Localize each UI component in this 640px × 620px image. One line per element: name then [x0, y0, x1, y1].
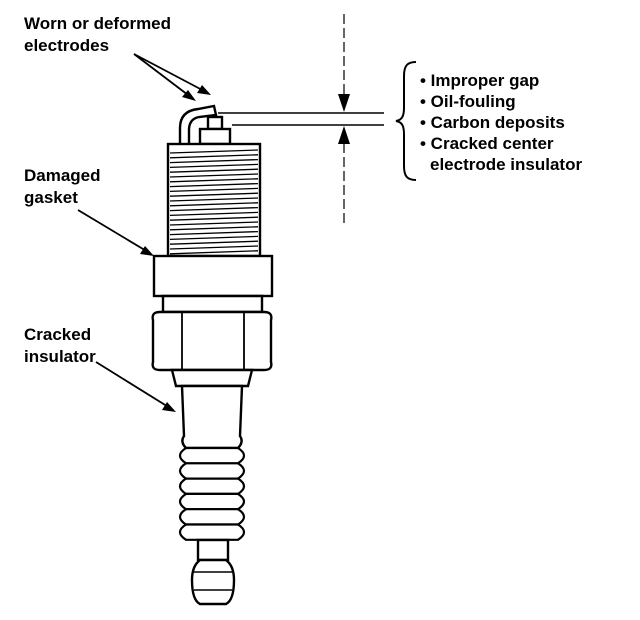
- gap-issue-electrode-insulator: electrode insulator: [430, 155, 582, 174]
- ground-electrode: [178, 104, 218, 152]
- gap-dimension-arrow-up: [338, 126, 350, 144]
- gap-issue-brace: [395, 61, 417, 181]
- thread-line: [169, 149, 259, 154]
- cracked-insulator-leader: [95, 361, 171, 409]
- insulator-rib: [178, 477, 246, 495]
- insulator-rib: [178, 492, 246, 511]
- upper-insulator: [180, 384, 244, 450]
- insulator-rib: [178, 446, 246, 465]
- thread-line: [169, 158, 259, 164]
- thread-line: [169, 240, 259, 245]
- thread-line: [169, 216, 259, 221]
- gasket-arrowhead: [140, 246, 154, 256]
- thread-line: [169, 197, 259, 202]
- insulator-rib: [178, 523, 246, 541]
- shell-body: [161, 294, 264, 314]
- gap-issue-cracked-center: • Cracked center: [420, 134, 554, 153]
- hex-nut: [151, 310, 273, 372]
- thread-line: [169, 187, 259, 193]
- thread-lines: [169, 149, 259, 255]
- label-worn-electrodes-line1: Worn or deformed: [24, 14, 171, 33]
- gap-dimension-arrow-down: [338, 94, 350, 112]
- gasket: [152, 254, 274, 298]
- worn-electrode-leader-2: [133, 53, 207, 93]
- center-electrode: [206, 115, 224, 131]
- thread-line: [169, 202, 259, 207]
- gap-issue-carbon-deposits: • Carbon deposits: [420, 113, 565, 132]
- insulator-rib: [178, 462, 246, 480]
- label-damaged-gasket-line1: Damaged: [24, 166, 101, 185]
- thread-line: [169, 163, 259, 169]
- insulator-ribs: [178, 446, 246, 541]
- worn-electrode-arrowhead-1: [182, 90, 196, 101]
- thread-line: [169, 182, 259, 188]
- thread-line: [169, 178, 259, 183]
- thread-line: [169, 221, 259, 226]
- gap-issue-improper-gap: • Improper gap: [420, 71, 539, 90]
- label-cracked-insulator: Cracked insulator: [24, 325, 96, 366]
- thread-line: [169, 226, 259, 231]
- shell-neck: [170, 368, 254, 388]
- gap-dimension: [218, 14, 384, 226]
- thread-line: [169, 192, 259, 197]
- center-electrode-insulator-tip: [198, 127, 232, 146]
- label-worn-electrodes: Worn or deformed electrodes: [24, 14, 171, 55]
- label-cracked-insulator-line1: Cracked: [24, 325, 91, 344]
- thread-line: [169, 235, 259, 241]
- gap-issue-list: • Improper gap • Oil-fouling • Carbon de…: [420, 71, 582, 174]
- label-damaged-gasket: Damaged gasket: [24, 166, 101, 207]
- leader-arrows: [77, 53, 211, 412]
- thread-line: [169, 250, 259, 255]
- thread-line: [169, 168, 259, 173]
- label-damaged-gasket-line2: gasket: [24, 188, 78, 207]
- label-worn-electrodes-line2: electrodes: [24, 36, 109, 55]
- spark-plug: [151, 104, 274, 606]
- worn-electrode-leader-1: [133, 53, 193, 99]
- worn-electrode-arrowhead-2: [197, 85, 211, 95]
- thread-line: [169, 211, 259, 217]
- thread-line: [169, 154, 259, 159]
- thread-line: [169, 245, 259, 250]
- label-cracked-insulator-line2: insulator: [24, 347, 96, 366]
- thread-line: [169, 173, 259, 178]
- thread-line: [169, 206, 259, 212]
- insulator-rib: [178, 508, 246, 526]
- gap-issue-oil-fouling: • Oil-fouling: [420, 92, 516, 111]
- gasket-leader: [77, 209, 149, 253]
- insulator-base: [196, 538, 230, 562]
- cracked-insulator-arrowhead: [162, 402, 176, 412]
- thread-line: [169, 230, 259, 236]
- terminal-nut: [190, 558, 236, 606]
